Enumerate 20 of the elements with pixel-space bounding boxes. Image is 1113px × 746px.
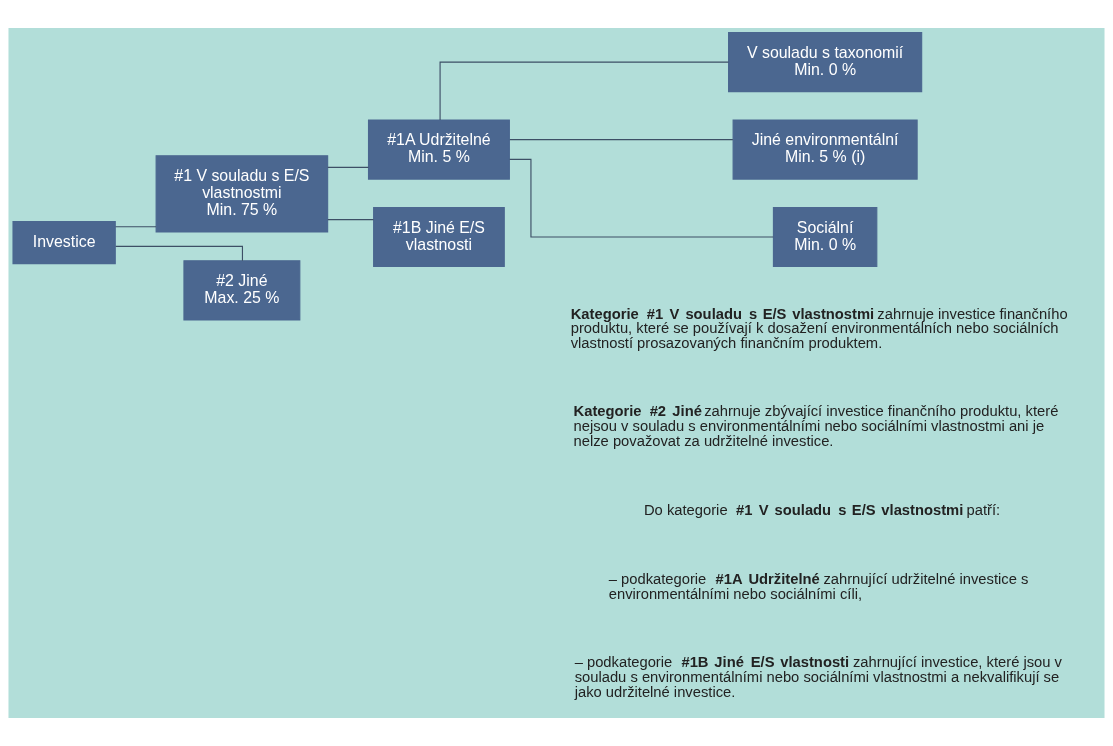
node-box: #2 Jiné Max. 25 % [183,260,301,321]
node-box: Jiné environmentální Min. 5 % (i) [732,119,918,180]
label: Kategorie #1 V souladu s E/S vlastnostmi zahrnuje investice finančního produktu, které se používají k dosažení environmentálních nebo sociálních vlastností prosazovaných finančním produktem. [570,305,1068,352]
label: Do kategorie #1 V souladu s E/S vlastnostmi patří: [643,501,1001,518]
connector [439,61,730,121]
node-box: #1B Jiné E/S vlastnosti [373,206,505,268]
connector [327,166,369,168]
node-box: #1A Udržitelné Min. 5 % [367,119,510,180]
label: Kategorie #2 Jiné zahrnuje zbývající investice finančního produktu, které nejsou v souladu s environmentálními nebo sociálními vlastnostmi ani je nelze považovat za udržitelné investice. [573,403,1059,449]
node-box: Sociální Min. 0 % [772,206,878,268]
node-box: Investice [12,221,116,265]
label: – podkategorie #1A Udržitelné zahrnující udržitelné investice s environmentálními nebo sociálními cíli, [608,570,1029,602]
connector [115,226,157,228]
connector [509,139,734,141]
label: – podkategorie #1B Jiné E/S vlastnosti zahrnující investice, které jsou v souladu s environmentálními nebo sociálními vlastnostmi a nekvalifikují se jako udržitelné investice. [574,654,1063,700]
connector [509,158,774,238]
node-box: #1 V souladu s E/S vlastnostmi Min. 75 % [155,155,329,233]
connector [327,219,375,221]
connector [115,245,243,262]
node-box: V souladu s taxonomií Min. 0 % [728,31,923,93]
